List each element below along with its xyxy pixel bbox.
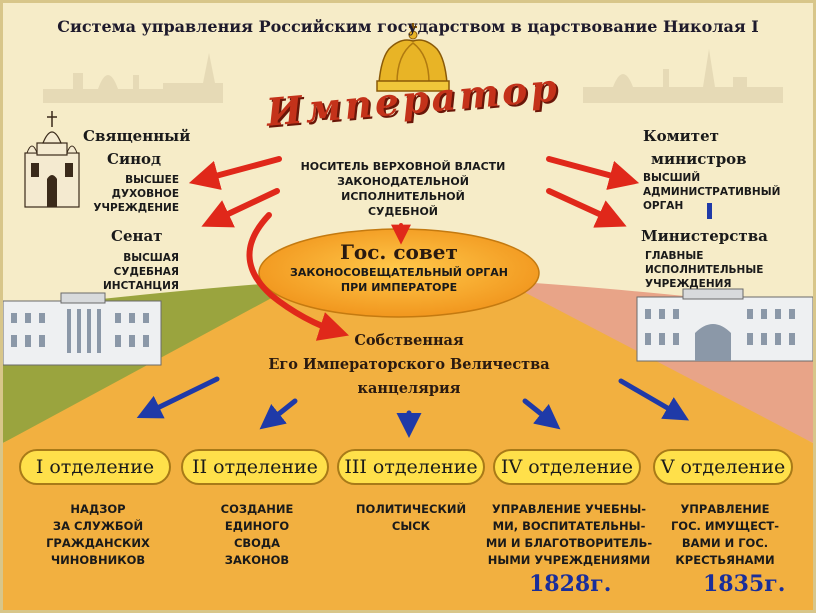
arrow-to-senate	[201, 188, 280, 228]
dept-3-pill: III отделение	[337, 449, 485, 485]
committee-ministries-link	[707, 203, 712, 219]
dept-5-pill: V отделение	[653, 449, 793, 485]
dept-4-description: УПРАВЛЕНИЕ УЧЕБНЫ- МИ, ВОСПИТАТЕЛЬНЫ- МИ…	[485, 502, 653, 567]
dept-4-pill: IV отделение	[493, 449, 641, 485]
red-arrows	[188, 156, 640, 341]
dept-1-pill: I отделение	[19, 449, 171, 485]
blue-arrows	[136, 376, 690, 439]
ground	[3, 277, 813, 610]
ministries-building-icon	[636, 288, 813, 362]
diagram-artwork	[3, 23, 813, 610]
state-council-title: Гос. совет	[340, 240, 458, 264]
ministries-title: Министерства	[641, 227, 768, 245]
arrow-to-synod	[188, 156, 282, 190]
dept-5-year: 1835г.	[703, 571, 786, 597]
arrow-to-chancellery	[246, 212, 350, 341]
dept-4-year: 1828г.	[529, 571, 612, 597]
state-council-text: Гос. совет ЗАКОНОСОВЕЩАТЕЛЬНЫЙ ОРГАН ПРИ…	[279, 239, 519, 295]
emperor-line-4: СУДЕБНОЙ	[367, 205, 438, 218]
arrow-to-dept-5	[618, 378, 690, 421]
city-skyline-icon	[43, 49, 783, 103]
emperor-line-2: ЗАКОНОДАТЕЛЬНОЙ	[337, 175, 469, 188]
arrow-to-dept-1	[136, 376, 220, 419]
emperor-line-3: ИСПОЛНИТЕЛЬНОЙ	[341, 190, 465, 203]
emperor-line-1: НОСИТЕЛЬ ВЕРХОВНОЙ ВЛАСТИ	[300, 160, 506, 173]
dept-5-description: УПРАВЛЕНИЕ ГОС. ИМУЩЕСТ- ВАМИ И ГОС. КРЕ…	[670, 502, 779, 567]
synod-description: ВЫСШЕЕ ДУХОВНОЕ УЧРЕЖДЕНИЕ	[93, 174, 179, 214]
synod-title: Священный Синод	[83, 127, 191, 168]
senate-title: Сенат	[111, 227, 163, 245]
chancellery-text: Собственная Его Императорского Величеств…	[268, 332, 550, 397]
arrow-to-dept-4	[522, 398, 561, 430]
page-title: Система управления Российским государств…	[57, 17, 759, 36]
arrow-to-committee	[546, 156, 640, 190]
dept-2-description: СОЗДАНИЕ ЕДИНОГО СВОДА ЗАКОНОВ	[220, 502, 294, 567]
committee-description: ВЫСШИЙ АДМИНИСТРАТИВНЫЙ ОРГАН	[643, 172, 781, 212]
ministries-description: ГЛАВНЫЕ ИСПОЛНИТЕЛЬНЫЕ УЧРЕЖДЕНИЯ	[645, 250, 764, 290]
arrow-to-ministries	[546, 188, 627, 228]
dept-1-description: НАДЗОР ЗА СЛУЖБОЙ ГРАЖДАНСКИХ ЧИНОВНИКОВ	[46, 502, 150, 567]
cathedral-icon	[24, 111, 80, 208]
committee-title: Комитет министров	[643, 127, 747, 168]
senate-building-icon	[3, 292, 162, 366]
dept-3-description: ПОЛИТИЧЕСКИЙ СЫСК	[355, 502, 467, 533]
emperor-description: НОСИТЕЛЬ ВЕРХОВНОЙ ВЛАСТИ ЗАКОНОДАТЕЛЬНО…	[283, 159, 523, 219]
arrow-to-dept-2	[259, 398, 298, 430]
senate-description: ВЫСШАЯ СУДЕБНАЯ ИНСТАНЦИЯ	[103, 252, 179, 292]
crown-icon	[376, 23, 450, 92]
dept-2-pill: II отделение	[181, 449, 329, 485]
